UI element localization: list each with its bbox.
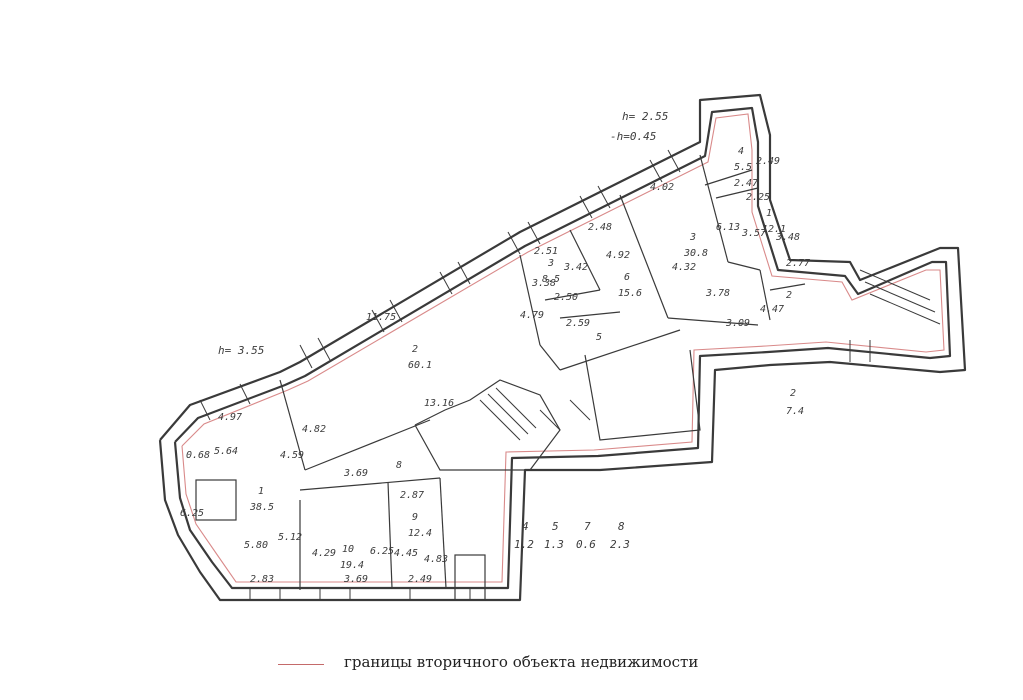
dim-3-48: 3.48: [775, 232, 800, 243]
summary-area-7: 0.6: [576, 538, 596, 551]
dim-5-12: 5.12: [278, 532, 302, 543]
dim-2-51: 2.51: [534, 246, 558, 257]
dim-3-38: 3.38: [531, 278, 556, 289]
dim-3-09: 3.09: [725, 318, 750, 329]
dim-4-47: 4.47: [760, 304, 784, 315]
ceiling-height-label-2: -h=0.45: [610, 130, 656, 143]
dim-6-25-b: 6.25: [370, 546, 394, 557]
room-1b-area: 12.1: [762, 224, 786, 235]
dim-2-48: 2.48: [588, 222, 612, 233]
room-6-number: 6: [624, 272, 630, 283]
legend-text: границы вторичного объекта недвижимости: [344, 653, 699, 671]
room-5-number: 5: [596, 332, 602, 343]
room-4-number: 4: [738, 146, 744, 157]
dim-4-83: 4.83: [424, 554, 448, 565]
room-1b-number: 1: [766, 208, 772, 219]
summary-area-4: 1.2: [514, 538, 534, 551]
dim-4-79: 4.79: [520, 310, 544, 321]
dim-5-80: 5.80: [244, 540, 268, 551]
dim-2-25: 2.25: [746, 192, 770, 203]
room-10-area: 19.4: [340, 560, 364, 571]
dim-6-25: 6.25: [180, 508, 204, 519]
dim-2-50: 2.50: [554, 292, 578, 303]
summary-num-7: 7: [584, 520, 591, 533]
room-2c-number: 2: [786, 290, 792, 301]
dim-6-13: 6.13: [716, 222, 740, 233]
ceiling-height-label-3: h= 3.55: [218, 344, 264, 357]
summary-num-8: 8: [618, 520, 625, 533]
summary-num-4: 4: [522, 520, 529, 533]
room-2b-area: 7.4: [786, 406, 804, 417]
room-4-area: 5.5: [734, 162, 752, 173]
dim-4-45: 4.45: [394, 548, 418, 559]
room-2-area: 60.1: [408, 360, 432, 371]
dim-4-92: 4.92: [606, 250, 630, 261]
dim-4-82: 4.82: [302, 424, 326, 435]
dim-2-83: 2.83: [250, 574, 274, 585]
room-2b-number: 2: [790, 388, 796, 399]
dim-2-77: 2.77: [786, 258, 810, 269]
dim-0-68: 0.68: [186, 450, 210, 461]
dim-2-59: 2.59: [566, 318, 590, 329]
room-10-number: 10: [342, 544, 354, 555]
dim-2-49: 2.49: [408, 574, 432, 585]
room-3a-area: 8.5: [542, 274, 560, 285]
summary-area-8: 2.3: [610, 538, 630, 551]
property-boundary-line: [181, 113, 945, 583]
dim-4-32: 4.32: [672, 262, 696, 273]
summary-area-5: 1.3: [544, 538, 564, 551]
interior-walls: [195, 154, 806, 601]
dim-4-59: 4.59: [280, 450, 304, 461]
ceiling-height-label-1: h= 2.55: [622, 110, 668, 123]
room-1-number: 1: [258, 486, 264, 497]
dim-4-02: 4.02: [650, 182, 674, 193]
room-9-area: 12.4: [408, 528, 432, 539]
window-marks: [199, 149, 871, 600]
room-6-area: 15.6: [618, 288, 642, 299]
room-3a-number: 3: [547, 258, 554, 269]
dim-3-69-bottom: 3.69: [343, 574, 368, 585]
dim-2-87: 2.87: [400, 490, 424, 501]
outer-walls: [158, 93, 967, 602]
legend-boundary-swatch: [278, 664, 324, 665]
dim-3-78: 3.78: [705, 288, 730, 299]
room-8-number: 8: [396, 460, 402, 471]
room-3b-area: 30.8: [683, 248, 708, 259]
dim-4-97: 4.97: [218, 412, 242, 423]
room-1-area: 38.5: [249, 502, 274, 513]
room-2-number: 2: [412, 344, 418, 355]
room-3b-number: 3: [689, 232, 696, 243]
dim-13-16: 13.16: [424, 398, 454, 409]
dim-5-64: 5.64: [214, 446, 238, 457]
dim-2-49-b: 2.49: [756, 156, 780, 167]
dim-4-29: 4.29: [312, 548, 336, 559]
dim-3-42: 3.42: [563, 262, 588, 273]
stair-hatching: [479, 269, 941, 441]
dim-3-57: 3.57: [741, 228, 766, 239]
dim-2-47: 2.47: [734, 178, 758, 189]
room-9-number: 9: [412, 512, 418, 523]
summary-num-5: 5: [552, 520, 559, 533]
dim-3-69-top: 3.69: [343, 468, 368, 479]
dim-11-75: 11.75: [366, 312, 396, 323]
